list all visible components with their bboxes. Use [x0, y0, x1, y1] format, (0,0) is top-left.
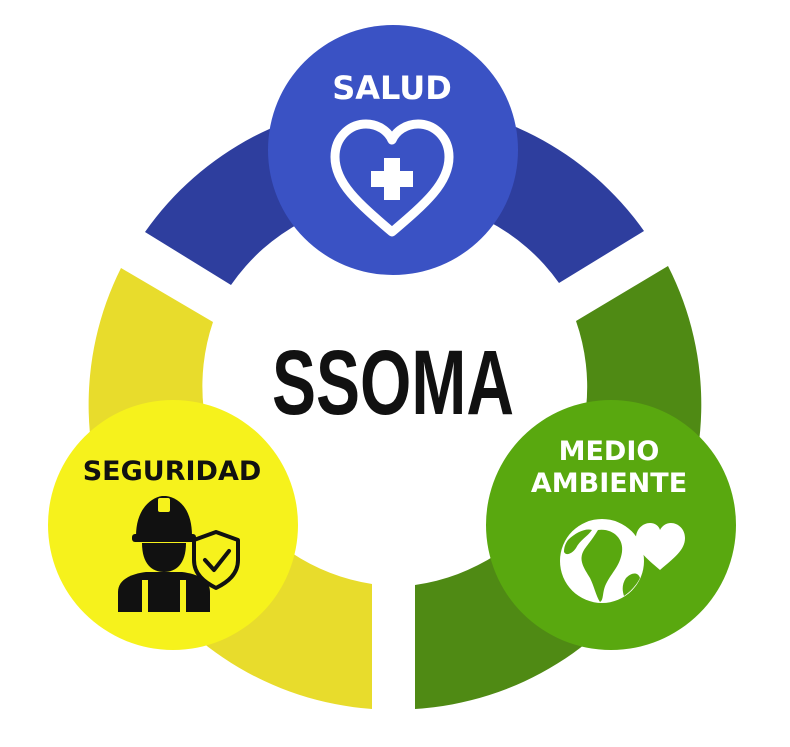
heart-plus-icon — [330, 119, 454, 237]
medio-ambiente-label-line2: AMBIENTE — [531, 468, 687, 499]
globe-heart-icon — [560, 519, 685, 603]
center-title: SSOMA — [272, 332, 514, 434]
salud-node: SALUD — [268, 25, 518, 275]
medio-ambiente-label-line1: MEDIO — [559, 436, 660, 467]
seguridad-label: SEGURIDAD — [83, 456, 262, 487]
seguridad-node: SEGURIDAD — [48, 400, 298, 650]
salud-label: SALUD — [332, 69, 452, 107]
worker-shield-icon — [118, 496, 240, 612]
medio-ambiente-node: MEDIO AMBIENTE — [486, 400, 736, 650]
